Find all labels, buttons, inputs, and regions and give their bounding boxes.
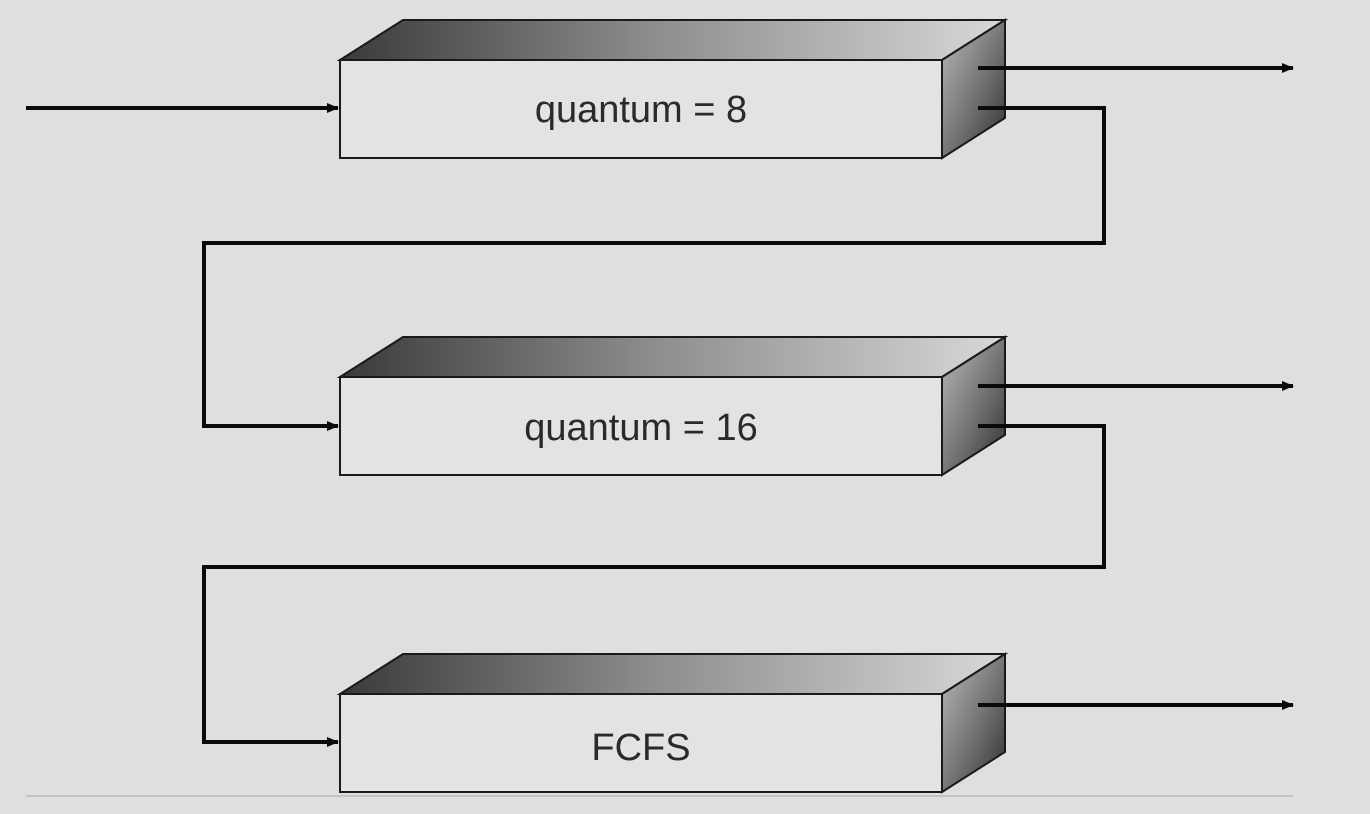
queue-label-3: FCFS: [591, 727, 690, 769]
demotion-arrow-2-to-3: [202, 424, 1106, 747]
queue-box-3: FCFS: [336, 652, 1009, 794]
queue-box-1-front: [339, 59, 943, 159]
queue-label-1: quantum = 8: [535, 89, 747, 131]
demotion-arrow-1-to-2: [202, 106, 1106, 431]
queue-box-3-top: [336, 653, 1009, 695]
queue-label-2: quantum = 16: [524, 407, 757, 449]
queue-box-1-top: [336, 19, 1009, 61]
queue-box-2-front: [339, 376, 943, 476]
queue-box-2: quantum = 16: [336, 335, 1009, 477]
queue-box-2-top: [336, 336, 1009, 378]
queue-box-3-front: [339, 693, 943, 793]
queue-box-1: quantum = 8: [336, 18, 1009, 160]
